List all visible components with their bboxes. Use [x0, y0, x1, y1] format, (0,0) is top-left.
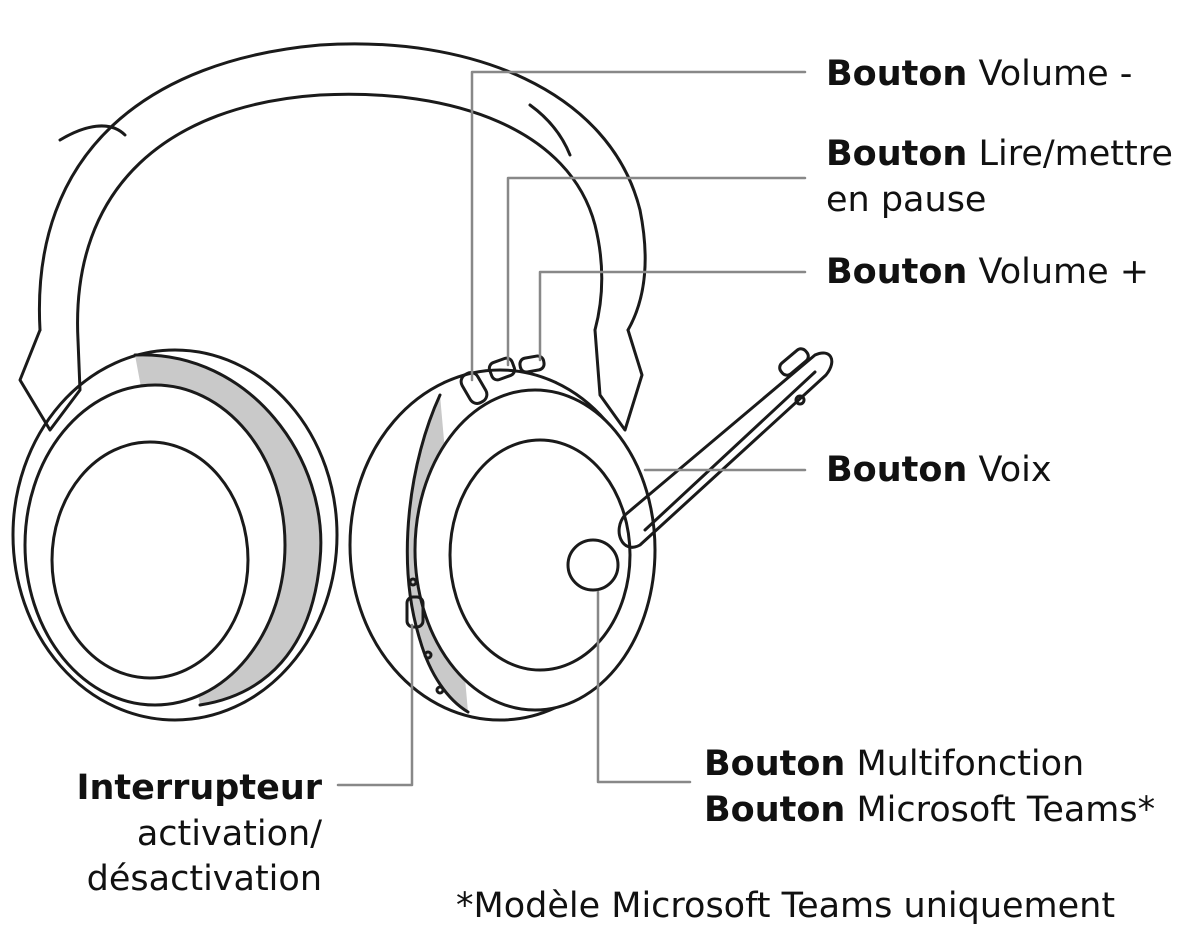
- volume-up-button-icon: [518, 354, 546, 374]
- left-ear-cup: [11, 348, 339, 722]
- right-ear-cup: [348, 354, 657, 722]
- label-power-switch: Interrupteur activation/ désactivation: [76, 768, 322, 899]
- label-voice: Bouton Voix: [826, 450, 1052, 490]
- play-pause-button-icon: [487, 356, 517, 382]
- label-multifunction: Bouton Multifonction Bouton Microsoft Te…: [704, 744, 1156, 830]
- label-volume-down: Bouton Volume -: [826, 54, 1133, 94]
- power-switch-icon: [405, 595, 425, 629]
- boom-microphone: [617, 347, 834, 549]
- label-play-pause: Bouton Lire/mettre en pause: [826, 134, 1173, 220]
- volume-down-button-icon: [459, 371, 489, 405]
- multifunction-button-icon: [566, 538, 620, 592]
- leader-lines: [336, 70, 807, 787]
- footnote: *Modèle Microsoft Teams uniquement: [456, 886, 1116, 926]
- label-volume-up: Bouton Volume +: [826, 252, 1150, 292]
- headband: [18, 42, 647, 432]
